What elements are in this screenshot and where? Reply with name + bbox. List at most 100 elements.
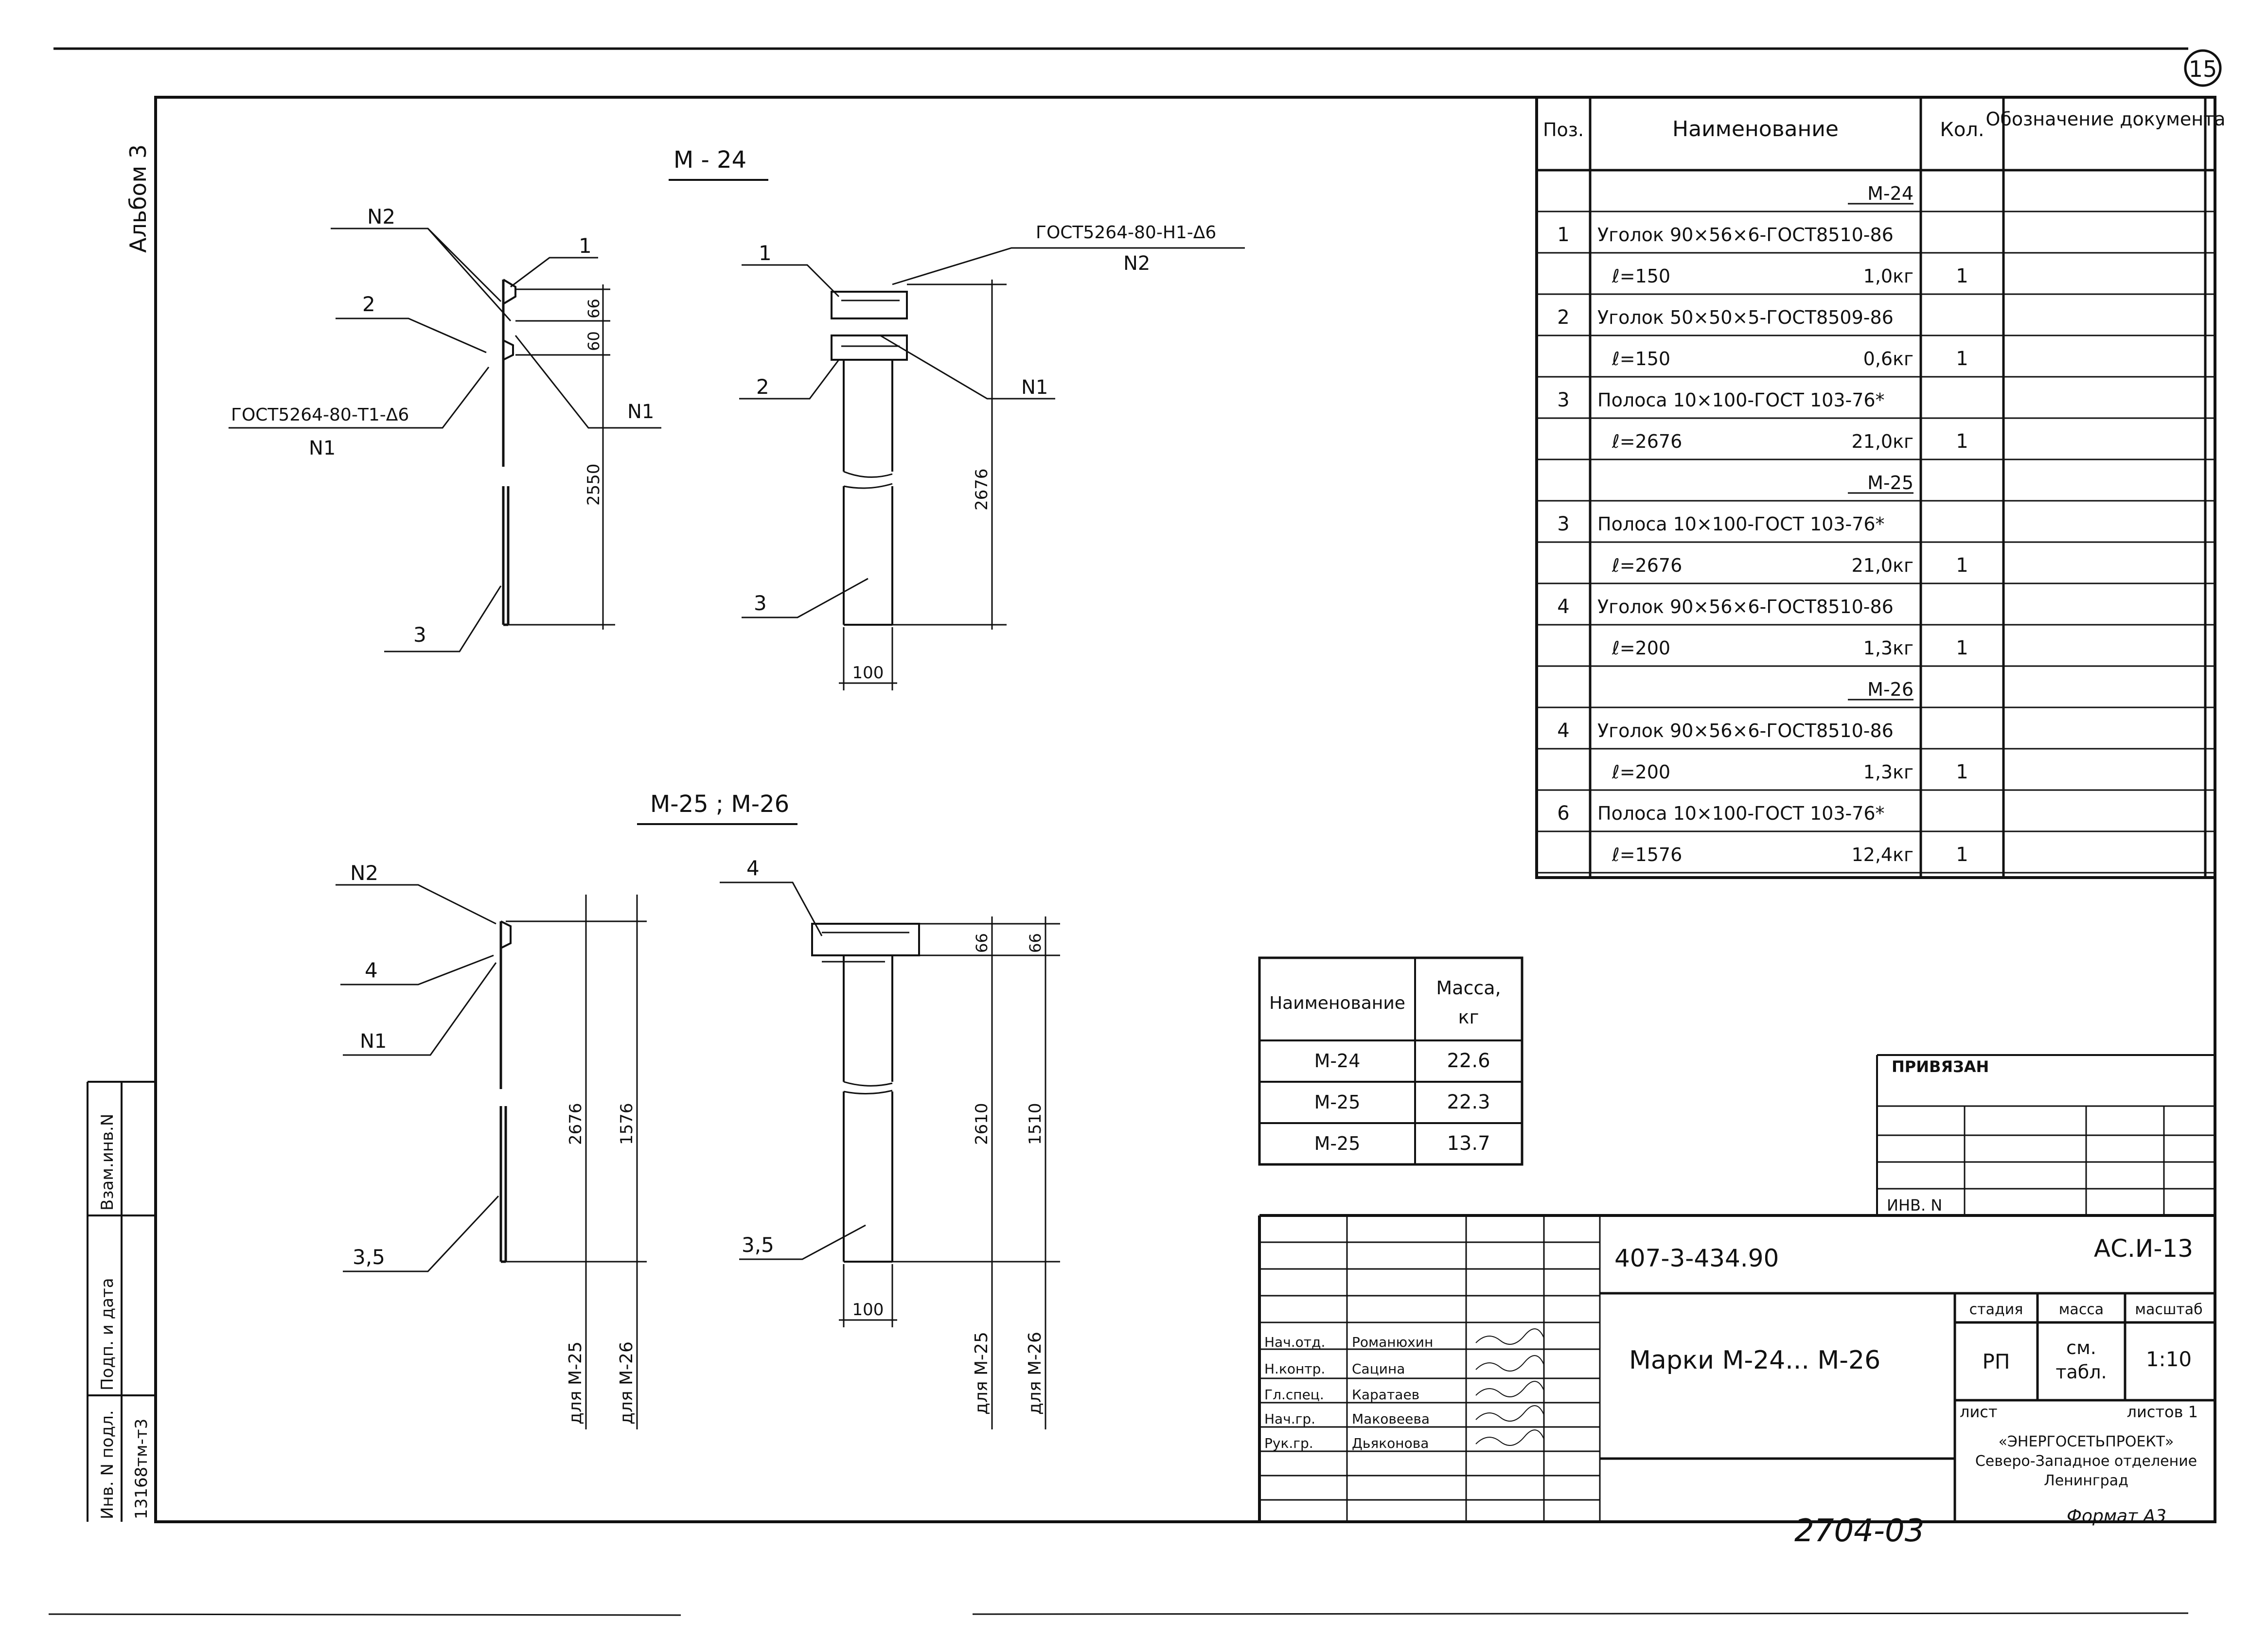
spec-row-extra: М-24 bbox=[1867, 183, 1914, 204]
m25-left-leader-n1: N1 bbox=[360, 1030, 387, 1053]
format-label: Формат А3 bbox=[2067, 1506, 2166, 1526]
m25-right-dim-1510: 1510 bbox=[1026, 1103, 1045, 1145]
inv-n-label: ИНВ. N bbox=[1887, 1196, 1942, 1215]
stage-value: РП bbox=[1983, 1350, 2010, 1373]
spec-row-pos: 2 bbox=[1557, 306, 1569, 329]
spec-table: Поз. Наименование Кол. Обозначение докум… bbox=[1535, 97, 2226, 879]
m25-left-for-m26: для М-26 bbox=[617, 1341, 637, 1425]
m24-left-leader-2: 2 bbox=[362, 292, 375, 316]
spec-row-qty: 1 bbox=[1956, 844, 1968, 866]
staff-name: Каратаев bbox=[1352, 1387, 1419, 1403]
spec-row-extra: М-26 bbox=[1867, 679, 1914, 700]
scale-value: 1:10 bbox=[2146, 1347, 2192, 1371]
spec-row-pos: 4 bbox=[1557, 596, 1569, 618]
sheets-label: листов 1 bbox=[2127, 1403, 2198, 1421]
m25-left-dim-2676: 2676 bbox=[566, 1103, 585, 1145]
sheet-code: АС.И-13 bbox=[2094, 1234, 2193, 1263]
spec-row-name: Полоса 10×100-ГОСТ 103-76* bbox=[1597, 389, 1885, 411]
spec-row-extra: 21,0кг bbox=[1851, 431, 1914, 452]
spec-row-name: ℓ=2676 bbox=[1612, 555, 1682, 576]
m25-right-for-m26: для М-26 bbox=[1025, 1332, 1045, 1415]
podp-data-label: Подп. и дата bbox=[98, 1278, 117, 1391]
m24-right-weld-n: N2 bbox=[1123, 252, 1150, 275]
staff-role: Гл.спец. bbox=[1264, 1387, 1324, 1403]
mass-header: масса bbox=[2059, 1301, 2104, 1318]
m24-right-dim-100: 100 bbox=[852, 663, 884, 683]
inv-podl-value: 13168тм-т3 bbox=[132, 1419, 151, 1519]
spec-header-pos: Поз. bbox=[1543, 119, 1584, 141]
m24-left-dim-2550: 2550 bbox=[584, 463, 603, 506]
m25-right-dim-66b: 66 bbox=[1026, 933, 1045, 953]
signature-mark bbox=[1475, 1381, 1544, 1397]
sheet-number: 15 bbox=[2189, 56, 2217, 82]
staff-name: Маковеева bbox=[1352, 1411, 1430, 1427]
spec-row-qty: 1 bbox=[1956, 637, 1968, 659]
m24-right-leader-1: 1 bbox=[759, 241, 772, 265]
m25-right-dim-66a: 66 bbox=[973, 933, 991, 953]
m25-right-view: 66 66 2610 1510 для М-25 для М-26 100 4 … bbox=[720, 856, 1060, 1429]
spec-row-name: Уголок 90×56×6-ГОСТ8510-86 bbox=[1597, 224, 1894, 246]
m24-left-weld-n: N1 bbox=[309, 437, 336, 459]
spec-row-name: ℓ=200 bbox=[1612, 637, 1670, 659]
spec-row-extra: 12,4кг bbox=[1851, 844, 1914, 865]
signature-mark bbox=[1475, 1355, 1544, 1372]
m24-title: М - 24 bbox=[673, 146, 746, 174]
mass-row-name: М-25 bbox=[1314, 1091, 1361, 1113]
doc-code: 407-3-434.90 bbox=[1614, 1244, 1779, 1272]
spec-row-qty: 1 bbox=[1956, 265, 1968, 287]
spec-row-name: Полоса 10×100-ГОСТ 103-76* bbox=[1597, 513, 1885, 535]
album-label: Альбом 3 bbox=[125, 144, 151, 253]
signature-mark bbox=[1475, 1429, 1544, 1446]
m25-left-view: 2676 1576 для М-25 для М-26 N2 4 N1 3,5 bbox=[336, 861, 647, 1429]
spec-row-name: Полоса 10×100-ГОСТ 103-76* bbox=[1597, 803, 1885, 824]
spec-row-pos: 1 bbox=[1557, 224, 1569, 246]
drawing-m25-m26: М-25 ; М-26 2676 1576 для М-25 для М-26 … bbox=[336, 791, 1060, 1429]
m25-right-dim-2610: 2610 bbox=[972, 1103, 992, 1145]
staff-role: Рук.гр. bbox=[1264, 1435, 1313, 1451]
signature-mark bbox=[1475, 1405, 1544, 1422]
spec-row-extra: 21,0кг bbox=[1851, 555, 1914, 576]
m25-left-dim-1576: 1576 bbox=[617, 1103, 637, 1145]
m24-left-leader-3: 3 bbox=[413, 623, 426, 647]
scale-header: масштаб bbox=[2135, 1301, 2202, 1318]
m24-left-leader-n2: N2 bbox=[367, 205, 395, 229]
m24-left-view: 66 60 2550 N2 1 2 ГОСТ5264-80-Т1-Δ6 N1 N… bbox=[229, 205, 661, 652]
staff-role: Н.контр. bbox=[1264, 1361, 1325, 1377]
spec-row-extra: 1,0кг bbox=[1863, 265, 1914, 287]
sheet-number-badge: 15 bbox=[2184, 49, 2222, 87]
mass-header-mass-1: Масса, bbox=[1436, 977, 1501, 999]
inv-podl-label: Инв. N подл. bbox=[98, 1410, 117, 1519]
mass-row-name: М-25 bbox=[1314, 1133, 1361, 1154]
staff-rows: Нач.отд.РоманюхинН.контр.СацинаГл.спец.К… bbox=[1264, 1328, 1544, 1451]
stage-header: стадия bbox=[1969, 1301, 2023, 1318]
spec-row-qty: 1 bbox=[1956, 554, 1968, 577]
m24-left-dim-66: 66 bbox=[585, 299, 603, 318]
staff-name: Романюхин bbox=[1352, 1334, 1433, 1350]
spec-row-pos: 4 bbox=[1557, 720, 1569, 742]
m24-left-weld-label: ГОСТ5264-80-Т1-Δ6 bbox=[231, 405, 409, 425]
m25-left-leader-n2: N2 bbox=[350, 861, 378, 885]
spec-row-extra: 1,3кг bbox=[1863, 761, 1914, 783]
m24-right-weld-label: ГОСТ5264-80-Н1-Δ6 bbox=[1036, 223, 1216, 243]
spec-row-extra: М-25 bbox=[1867, 472, 1914, 493]
spec-header-doc: Обозначение документа bbox=[1985, 108, 2225, 130]
m24-right-leader-n1: N1 bbox=[1021, 376, 1048, 399]
mass-value-2: табл. bbox=[2055, 1361, 2107, 1383]
spec-row-name: ℓ=2676 bbox=[1612, 431, 1682, 452]
m24-left-leader-1: 1 bbox=[579, 234, 592, 258]
spec-row-name: Уголок 50×50×5-ГОСТ8509-86 bbox=[1597, 307, 1894, 328]
staff-role: Нач.отд. bbox=[1264, 1334, 1325, 1350]
spec-row-extra: 0,6кг bbox=[1863, 348, 1914, 370]
drawing-m24: М - 24 66 60 2550 N2 1 2 ГОСТ5264-80-Т1-… bbox=[229, 146, 1245, 690]
staff-name: Дьяконова bbox=[1352, 1435, 1429, 1451]
mass-row-name: М-24 bbox=[1314, 1050, 1361, 1072]
staff-role: Нач.гр. bbox=[1264, 1411, 1315, 1427]
spec-row-qty: 1 bbox=[1956, 348, 1968, 370]
sheet-label: лист bbox=[1960, 1403, 1997, 1421]
org-name: «ЭНЕРГОСЕТЬПРОЕКТ» bbox=[1999, 1433, 2174, 1450]
spec-row-name: ℓ=200 bbox=[1612, 761, 1670, 783]
